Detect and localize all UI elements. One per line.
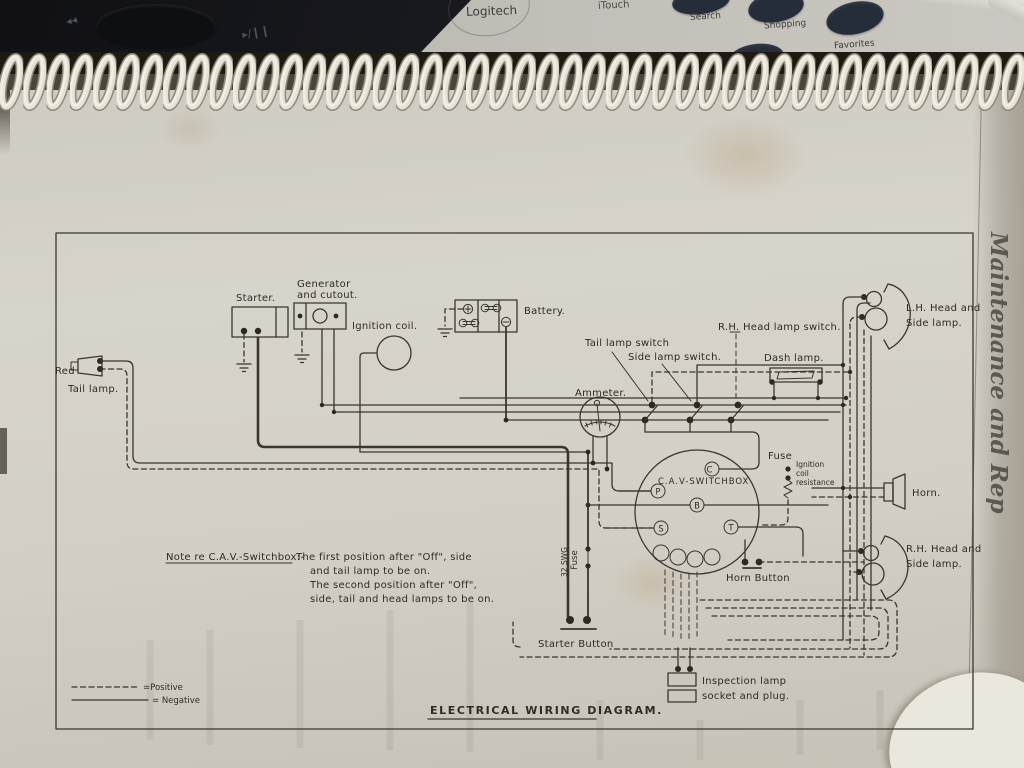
horn-button-label: Horn Button (726, 573, 790, 584)
rh-lamp-label-line1: R.H. Head and (906, 544, 982, 555)
page-bleed-through (146, 600, 884, 760)
note-line-1: The first position after "Off", side (295, 552, 472, 563)
starter-label: Starter. (236, 293, 275, 304)
tail-lamp-symbol (70, 355, 655, 529)
terminal-C: C (707, 466, 713, 476)
terminal-T: T (727, 524, 734, 534)
tail-lamp-switch-label: Tail lamp switch (584, 338, 669, 349)
terminal-S: S (658, 525, 663, 535)
side-lamp-switch-label: Side lamp switch. (628, 352, 721, 363)
generator-symbol (293, 302, 347, 413)
background-shadow (0, 428, 7, 474)
legend-negative-label: = Negative (152, 696, 200, 706)
book-page (0, 84, 1024, 768)
fuse-resistance-symbol (759, 466, 793, 526)
tail-lamp-label: Tail lamp. (67, 384, 119, 395)
cav-switchbox-symbol (585, 449, 829, 575)
wiring-buses (319, 397, 847, 423)
fuse32-label-line2: 32 SWG (560, 547, 569, 577)
ignition-coil-resistance-line3: resistance (796, 478, 835, 487)
rh-head-lamp-switch-label: R.H. Head lamp switch. (718, 322, 841, 333)
ammeter-symbol (579, 396, 621, 472)
ignition-coil-resistance-line2: coil (796, 469, 809, 478)
next-page-edge (972, 84, 1024, 768)
rh-lamp-label-line2: Side lamp. (906, 559, 962, 570)
note-line-4: side, tail and head lamps to be on. (310, 594, 494, 605)
ignition-coil-resistance-line1: Ignition (796, 460, 824, 469)
background-shadow (0, 84, 10, 154)
horn-label: Horn. (912, 488, 941, 499)
lh-lamp-label-line2: Side lamp. (906, 318, 962, 329)
rh-head-lamp-symbol (842, 535, 909, 600)
starter-button-label: Starter Button (538, 639, 614, 650)
legend-positive-label: =Positive (143, 683, 183, 693)
terminal-P: P (655, 488, 660, 498)
diagram-title: ELECTRICAL WIRING DIAGRAM. (430, 704, 663, 717)
note-line-3: The second position after "Off", (309, 580, 477, 591)
battery-label: Battery. (524, 306, 565, 317)
inspection-lamp-symbol (512, 569, 898, 703)
fuse32-starter-button-symbol (256, 336, 597, 630)
diagram-border (55, 232, 974, 730)
right-wire-risers (840, 302, 872, 656)
note-line-2: and tail lamp to be on. (310, 566, 430, 577)
dash-lamp-symbol (769, 367, 823, 401)
generator-label-line2: and cutout. (297, 290, 358, 301)
fuse32-label-line1: Fuse (570, 550, 580, 569)
dash-lamp-label: Dash lamp. (764, 353, 824, 364)
switchbox-label: C.A.V-SWITCHBOX (658, 477, 749, 487)
generator-label-line1: Generator (297, 279, 351, 290)
battery-symbol (437, 299, 518, 421)
horn-button-symbol (741, 539, 865, 569)
lh-head-lamp-symbol (842, 283, 911, 350)
ignition-coil-symbol (359, 335, 589, 453)
inspection-lamp-label-line1: Inspection lamp (702, 676, 786, 687)
horn-symbol (811, 473, 906, 510)
wire-legend (71, 686, 149, 701)
ammeter-label: Ammeter. (575, 388, 626, 399)
note-heading: Note re C.A.V.-Switchbox:- (166, 552, 304, 563)
keyboard-media-well (96, 4, 216, 48)
inspection-lamp-label-line2: socket and plug. (702, 691, 789, 702)
lh-lamp-label-line1: L.H. Head and (906, 303, 981, 314)
ignition-coil-label: Ignition coil. (352, 321, 417, 332)
starter-symbol (231, 306, 289, 373)
fuse-label: Fuse (768, 451, 792, 462)
terminal-B: B (694, 502, 700, 512)
spiral-binding (0, 52, 1024, 114)
red-label: Red (55, 366, 75, 377)
